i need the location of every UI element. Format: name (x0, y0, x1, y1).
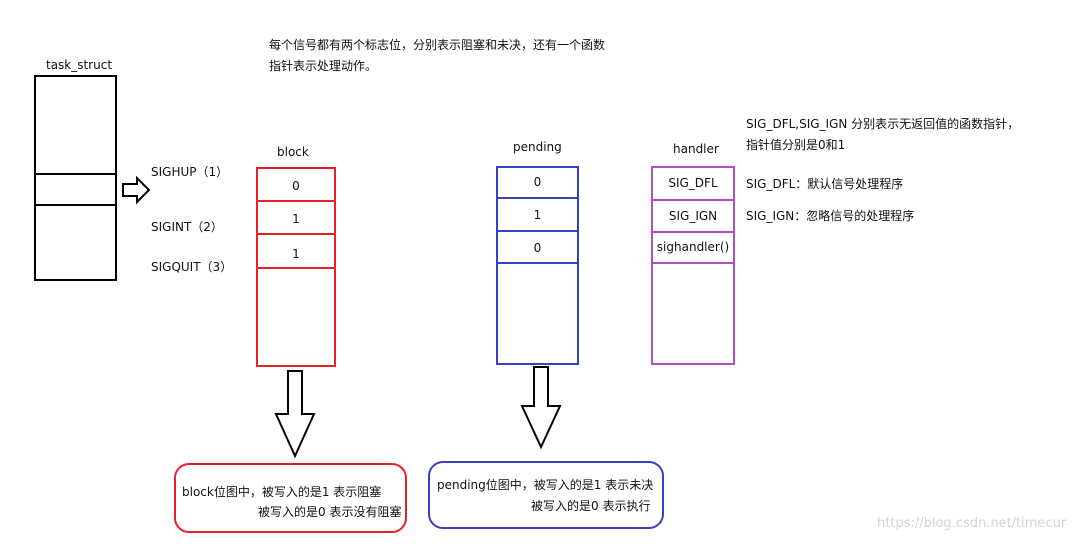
sig-ign-description: SIG_IGN：忽略信号的处理程序 (746, 209, 915, 223)
pending-value-sighup: 0 (533, 175, 542, 189)
block-column (256, 167, 336, 367)
pending-column (496, 166, 579, 365)
block-note-line-2: 被写入的是0 表示没有阻塞 (258, 505, 402, 519)
watermark: https://blog.csdn.net/timecur (877, 516, 1067, 531)
signal-sigint: SIGINT（2） (151, 220, 223, 234)
pending-down-arrow-icon (520, 366, 562, 450)
pointer-arrow-icon (122, 175, 151, 205)
right-note-line-2: 指针值分别是0和1 (746, 138, 846, 152)
pending-value-sigquit: 0 (533, 241, 542, 255)
block-note-line-1: block位图中，被写入的是1 表示阻塞 (182, 485, 382, 499)
handler-column (651, 166, 735, 365)
sig-dfl-description: SIG_DFL：默认信号处理程序 (746, 177, 904, 191)
signal-sighup: SIGHUP（1） (151, 165, 229, 179)
task-struct-box (34, 75, 117, 281)
handler-value-sigquit: sighandler() (656, 240, 730, 254)
block-header: block (277, 145, 309, 159)
pending-value-sigint: 1 (533, 208, 542, 222)
block-value-sigquit: 1 (292, 247, 300, 261)
block-value-sigint: 1 (292, 212, 300, 226)
handler-value-sigint: SIG_IGN (668, 209, 718, 223)
handler-value-sighup: SIG_DFL (668, 176, 718, 190)
handler-header: handler (673, 142, 719, 156)
pending-note-box (428, 461, 664, 529)
signal-sigquit: SIGQUIT（3） (151, 260, 233, 274)
pending-header: pending (513, 140, 562, 154)
block-note-box (174, 463, 407, 533)
pending-note-line-2: 被写入的是0 表示执行 (531, 499, 651, 513)
pending-note-line-1: pending位图中，被写入的是1 表示未决 (437, 478, 654, 492)
top-note-line-2: 指针表示处理动作。 (269, 59, 378, 73)
top-note-line-1: 每个信号都有两个标志位，分别表示阻塞和未决，还有一个函数 (269, 38, 606, 52)
right-note-line-1: SIG_DFL,SIG_IGN 分别表示无返回值的函数指针， (746, 117, 1020, 131)
task-struct-label: task_struct (46, 58, 113, 72)
block-down-arrow-icon (274, 370, 316, 459)
block-value-sighup: 0 (292, 179, 300, 193)
